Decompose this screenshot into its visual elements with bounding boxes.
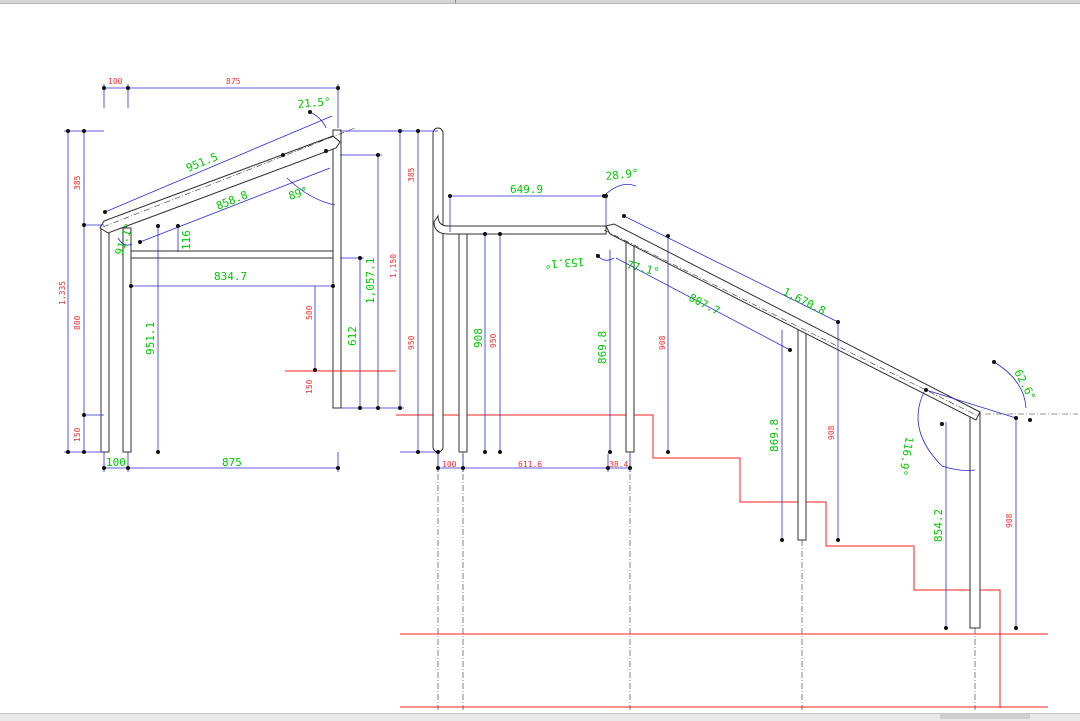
right-top-385-label: 385 <box>407 167 416 182</box>
left-right-612-label: 612 <box>346 326 359 346</box>
right-post-908-label: 908 <box>472 328 485 348</box>
right-end-angle-lower-label: 116.9° <box>896 435 916 476</box>
left-post-front <box>100 224 110 453</box>
left-right-1150-label: 1,150 <box>389 254 398 278</box>
right-sloped-rail <box>605 223 981 421</box>
right-sloped-rail-centerline <box>603 229 979 417</box>
left-inner-slope-label: 858.8 <box>214 188 250 212</box>
right-bottom-611-label: 611.6 <box>518 460 542 469</box>
right-post-950-left-label: 950 <box>407 335 416 350</box>
left-height-total-label: 1,335 <box>58 281 67 305</box>
horizontal-scrollbar[interactable] <box>0 713 1080 721</box>
left-top-width-left-label: 100 <box>108 77 123 86</box>
left-height-top-label: 385 <box>73 175 82 190</box>
left-dimension-points <box>66 86 402 470</box>
right-post-869-label: 869.8 <box>596 331 609 364</box>
right-bottom-38-label: 38.4 <box>609 460 628 469</box>
left-bottom-width-right-label: 875 <box>222 456 242 469</box>
right-post-908-low-label: 908 <box>827 425 836 440</box>
right-post-854-label: 854.2 <box>932 509 945 542</box>
right-post-908-end-label: 908 <box>1005 513 1014 528</box>
stair-profile <box>396 414 1001 708</box>
left-rafter <box>99 135 341 234</box>
scrollbar-thumb[interactable] <box>940 714 1030 719</box>
left-post-height-label: 951.1 <box>144 322 157 355</box>
left-top-width-right-label: 875 <box>226 77 241 86</box>
right-post-3 <box>797 325 807 541</box>
left-dimensions <box>64 84 404 472</box>
left-corner-angle-label: 89° <box>287 184 310 203</box>
right-end-angle-label: 62.6° <box>1011 367 1038 402</box>
left-post-rear <box>332 129 342 409</box>
right-top-length-label: 649.9 <box>510 183 543 196</box>
right-post-869-low-label: 869.8 <box>768 419 781 452</box>
right-angle-153-label: 153.1° <box>544 255 585 271</box>
window-top-edge <box>0 0 1080 4</box>
left-right-150-label: 150 <box>305 379 314 394</box>
window-top-separator <box>455 0 456 3</box>
left-height-mid-label: 800 <box>73 315 82 330</box>
left-right-1057-label: 1,057.1 <box>364 258 377 304</box>
left-apex-angle-label: 21.5° <box>297 95 331 111</box>
right-post-908-mid-label: 908 <box>658 335 667 350</box>
left-post-back <box>122 227 132 453</box>
right-top-rail <box>433 214 607 235</box>
left-crossbar-length-label: 834.7 <box>214 270 247 283</box>
right-bottom-100-label: 100 <box>442 460 457 469</box>
left-crossbar <box>130 250 334 259</box>
right-centerlines <box>437 413 1078 710</box>
right-dimensions <box>400 130 1027 628</box>
left-height-bottom-label: 150 <box>73 427 82 442</box>
left-bottom-width-left-label: 100 <box>106 456 126 469</box>
right-dimension-points <box>416 129 1032 630</box>
left-right-500-label: 500 <box>305 305 314 320</box>
right-post-4 <box>969 411 981 629</box>
right-view: 385 950 908 950 649.9 28.9° 153.1° 77.1°… <box>396 127 1078 710</box>
left-offset-label: 116 <box>180 230 193 250</box>
left-rafter-centerline <box>102 127 356 228</box>
right-post-950-label: 950 <box>489 333 498 348</box>
right-angle-28-label: 28.9° <box>605 167 639 183</box>
right-inner-slope-label: 807.7 <box>687 291 722 318</box>
left-view: 100 875 21.5° 951.5 858.8 89° 91.1° 116 … <box>58 77 404 472</box>
right-post-1 <box>458 231 468 453</box>
right-post-end <box>432 127 444 453</box>
